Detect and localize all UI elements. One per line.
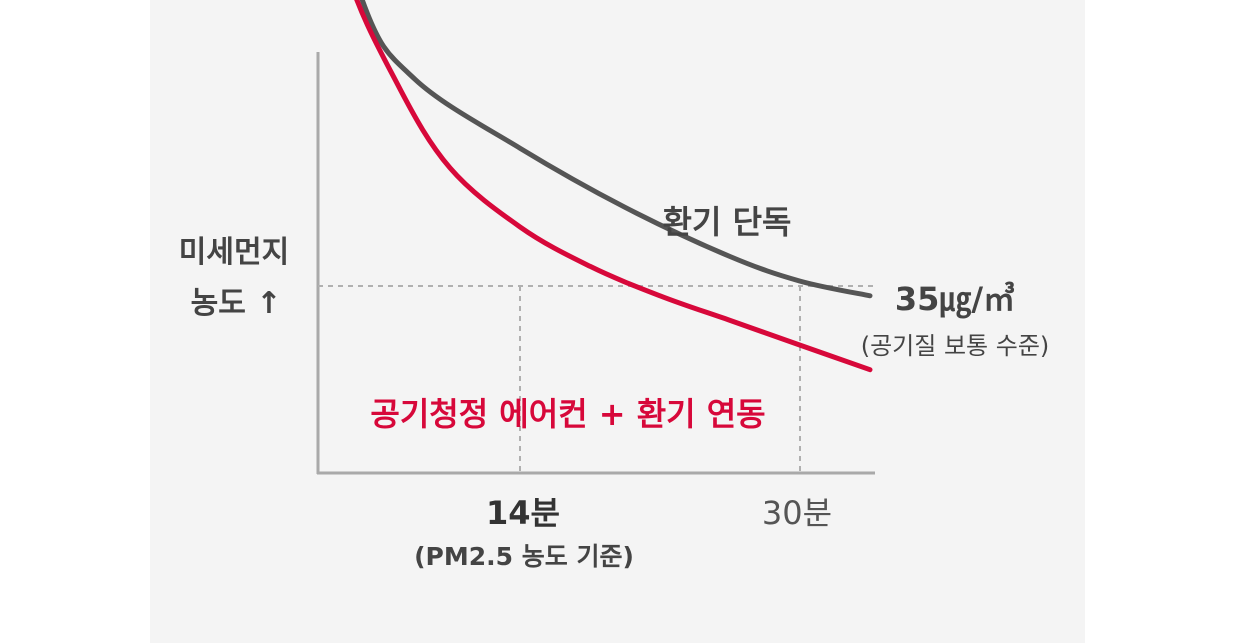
- y-axis-label-line2: 농도 ↑: [191, 286, 282, 321]
- x-tick-sub-label-14: (PM2.5 농도 기준): [414, 542, 634, 571]
- x-tick-label-30: 30분: [762, 494, 832, 532]
- reference-value-label: 35㎍/㎥: [895, 280, 1015, 319]
- y-axis-label-line1: 미세먼지: [179, 235, 289, 270]
- x-tick-label-14: 14분: [486, 494, 560, 532]
- reference-sub-label: (공기질 보통 수준): [861, 332, 1050, 360]
- series-label-aircon-ventilation: 공기청정 에어컨 + 환기 연동: [370, 395, 765, 433]
- chart-panel: [150, 0, 1085, 643]
- series-line-aircon-ventilation: [354, 0, 873, 373]
- series-label-ventilation-only: 환기 단독: [663, 203, 792, 241]
- series-line-ventilation-only: [359, 0, 873, 299]
